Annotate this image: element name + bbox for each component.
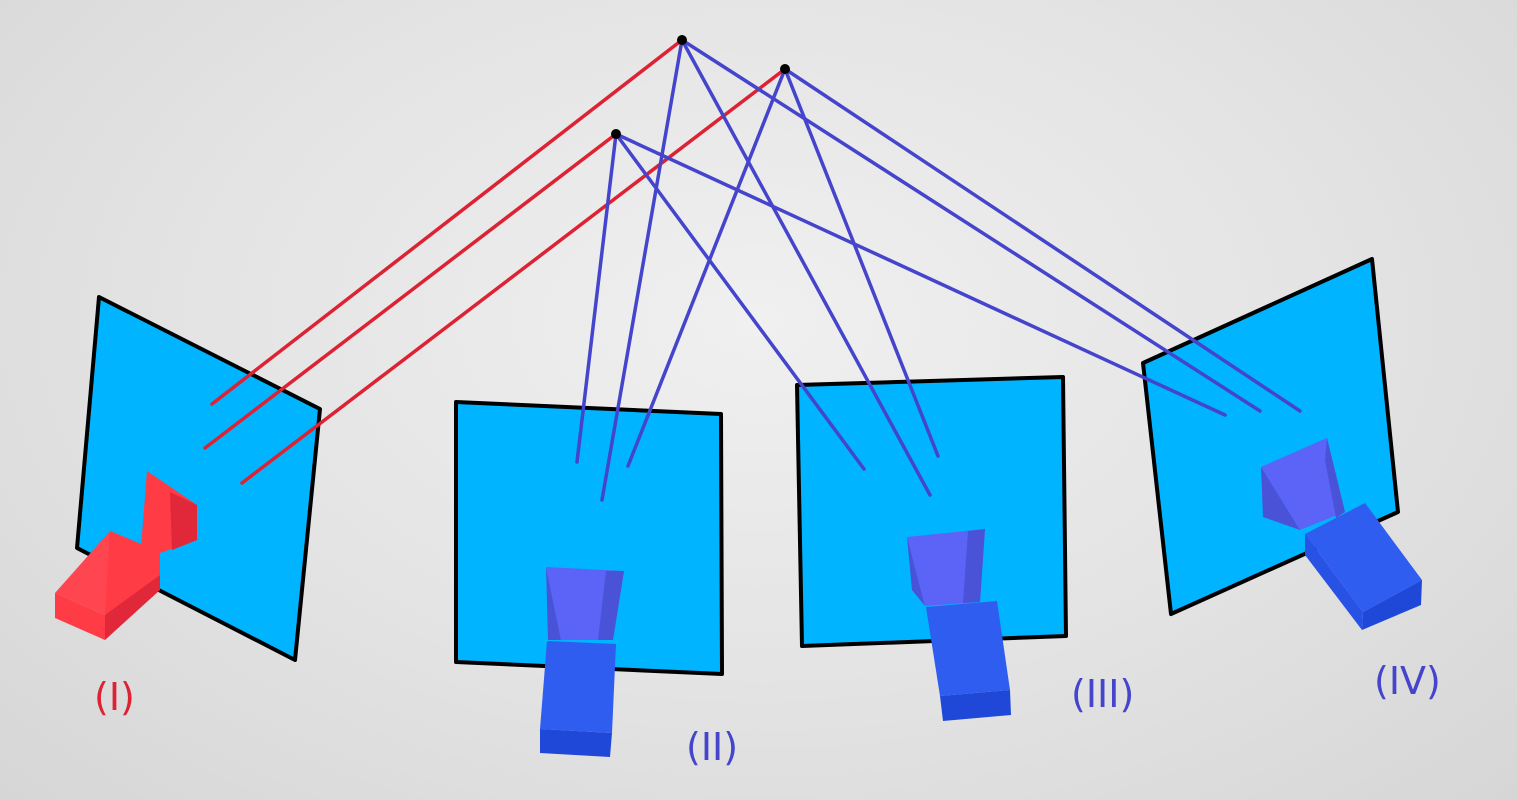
ray-reference-b	[203, 132, 618, 450]
ray-reference-c	[240, 67, 787, 485]
camera-1-label: (I)	[94, 675, 135, 719]
camera-1-icon	[55, 471, 197, 640]
ray-camera-3-b	[614, 132, 866, 471]
camera-4-label: (IV)	[1374, 659, 1441, 703]
ray-camera-4-a	[680, 38, 1262, 413]
ray-camera-3-c	[783, 67, 940, 458]
image-plane-2	[454, 400, 724, 676]
camera-3-icon	[907, 529, 1011, 721]
image-plane-3	[795, 375, 1068, 648]
ray-camera-2-c	[626, 67, 787, 468]
camera-2-icon	[540, 567, 624, 757]
ray-camera-2-a	[600, 38, 684, 502]
ray-reference-a	[210, 38, 684, 406]
camera-4-icon	[1261, 438, 1422, 630]
scene-point-b	[611, 129, 621, 139]
ray-camera-3-a	[680, 38, 932, 497]
camera-3-label: (III)	[1071, 672, 1135, 716]
camera-2-label: (II)	[686, 725, 739, 769]
ray-camera-4-b	[614, 132, 1227, 417]
ray-camera-4-c	[783, 67, 1302, 413]
scene-point-c	[780, 64, 790, 74]
ray-camera-2-b	[575, 132, 618, 464]
scene-point-a	[677, 35, 687, 45]
